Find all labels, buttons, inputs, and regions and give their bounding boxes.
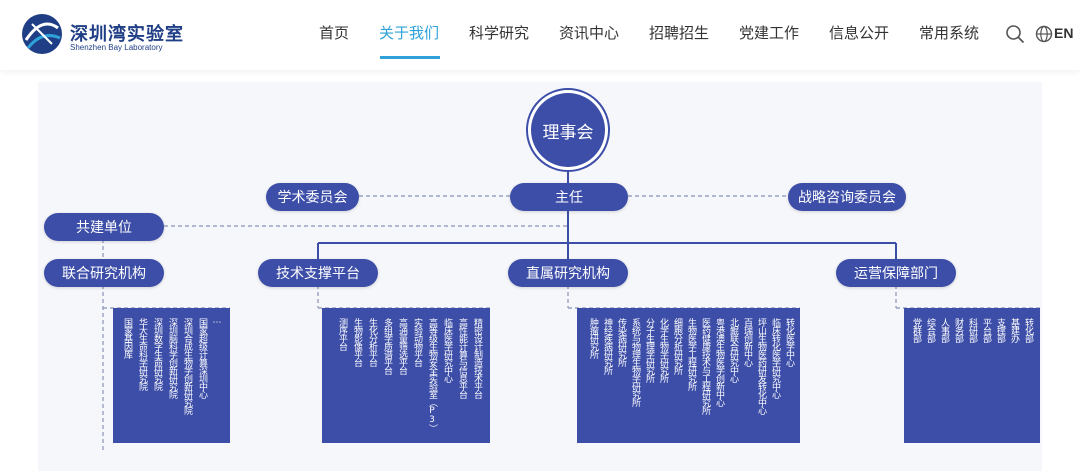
list-item: 华大生命科学研究院 xyxy=(137,318,147,390)
list-item: 生化分析平台 xyxy=(367,318,377,366)
council-node: 理事会 xyxy=(531,93,605,167)
language-label: EN xyxy=(1054,25,1074,41)
direct-institutes-list: 转化医学中心 临床转化医学研究中心 坪山生物医药研发转化中心 百瑞创新中心 北鲲… xyxy=(577,308,800,443)
list-item: 生物医学工程研究所 xyxy=(686,318,696,390)
joint-research-list: ⋯ 国家超级计算深圳中心 深圳合成生物学创新研究院 深圳脑科学创新研究院 深圳数… xyxy=(113,308,230,443)
globe-icon xyxy=(1035,25,1053,43)
co-building-node: 共建单位 xyxy=(44,213,164,241)
academic-committee-node: 学术委员会 xyxy=(266,183,359,211)
language-switch[interactable]: EN xyxy=(1035,24,1077,44)
list-item: 北鲲联合研究中心 xyxy=(728,318,738,382)
list-item: 人事部 xyxy=(939,318,949,342)
list-item: 深圳合成生物学创新研究院 xyxy=(182,318,192,414)
list-item: 生物影像平台 xyxy=(352,318,362,366)
list-item: 高通量筛选平台 xyxy=(397,318,407,374)
list-item: 平台部 xyxy=(981,318,991,342)
dept-operations: 运营保障部门 xyxy=(836,259,956,287)
list-item: ⋯ xyxy=(212,318,222,327)
list-item: 实验动物平台 xyxy=(412,318,422,366)
list-item: 国家基因库 xyxy=(122,318,132,358)
list-item: 临床医学研究中心 xyxy=(442,318,452,382)
list-item: 坪山生物医药研发转化中心 xyxy=(756,318,766,414)
director-node: 主任 xyxy=(510,183,628,211)
nav-disclosure[interactable]: 信息公开 xyxy=(829,24,890,42)
list-item: 财务部 xyxy=(953,318,963,342)
nav-systems[interactable]: 常用系统 xyxy=(919,24,980,42)
list-item: 临床转化医学研究中心 xyxy=(770,318,780,398)
list-item: 转化部 xyxy=(1023,318,1033,342)
list-item: 精密设计制造技术平台 xyxy=(472,318,482,398)
nav-party[interactable]: 党建工作 xyxy=(739,24,800,42)
dept-tech-platform: 技术支撑平台 xyxy=(258,259,378,287)
search-icon[interactable] xyxy=(1005,24,1025,44)
list-item: 深圳脑科学创新研究院 xyxy=(167,318,177,398)
operations-list: 转化部 基建办 支撑部 平台部 科研部 财务部 人事部 综合部 党群部 xyxy=(904,308,1040,443)
logo-chinese-name: 深圳湾实验室 xyxy=(70,24,184,45)
list-item: 党群部 xyxy=(911,318,921,342)
list-item: 转化医学中心 xyxy=(784,318,794,366)
list-item: 细胞分析研究所 xyxy=(672,318,682,374)
site-header: 深圳湾实验室 Shenzhen Bay Laboratory 首页 关于我们 科… xyxy=(0,0,1080,70)
active-nav-indicator xyxy=(380,56,440,59)
list-item: 深圳数字生命研究院 xyxy=(152,318,162,390)
list-item: 粤港澳生物医学创新中心 xyxy=(714,318,724,406)
list-item: 高等级生物安全实验室（P3） xyxy=(427,318,437,432)
nav-recruitment[interactable]: 招聘招生 xyxy=(649,24,710,42)
list-item: 综合部 xyxy=(925,318,935,342)
list-item: 科研部 xyxy=(967,318,977,342)
tech-platform-list: 精密设计制造技术平台 高性能计算与信息平台 临床医学研究中心 高等级生物安全实验… xyxy=(322,308,490,443)
list-item: 医药健康技术与工程研究所 xyxy=(700,318,710,414)
strategic-committee-node: 战略咨询委员会 xyxy=(788,183,906,211)
list-item: 分子生理学研究所 xyxy=(644,318,654,382)
logo-emblem-icon xyxy=(22,14,62,54)
list-item: 高性能计算与信息平台 xyxy=(457,318,467,398)
list-item: 百瑞创新中心 xyxy=(742,318,752,366)
list-item: 支撑部 xyxy=(995,318,1005,342)
list-item: 肿瘤研究所 xyxy=(588,318,598,358)
site-logo[interactable]: 深圳湾实验室 Shenzhen Bay Laboratory xyxy=(18,10,198,58)
nav-about[interactable]: 关于我们 xyxy=(379,24,440,42)
list-item: 系统与物理生物学研究所 xyxy=(630,318,640,406)
dept-direct-institutes: 直属研究机构 xyxy=(508,259,628,287)
list-item: 神经疾病研究所 xyxy=(602,318,612,374)
list-item: 多组学质谱平台 xyxy=(382,318,392,374)
nav-news[interactable]: 资讯中心 xyxy=(559,24,620,42)
nav-research[interactable]: 科学研究 xyxy=(469,24,530,42)
list-item: 国家超级计算深圳中心 xyxy=(197,318,207,398)
nav-home[interactable]: 首页 xyxy=(319,24,350,42)
list-item: 测序平台 xyxy=(337,318,347,350)
logo-english-name: Shenzhen Bay Laboratory xyxy=(70,43,163,52)
list-item: 传染病研究所 xyxy=(616,318,626,366)
list-item: 基建办 xyxy=(1009,318,1019,342)
dept-joint-research: 联合研究机构 xyxy=(44,259,164,287)
list-item: 化学生物学研究所 xyxy=(658,318,668,382)
